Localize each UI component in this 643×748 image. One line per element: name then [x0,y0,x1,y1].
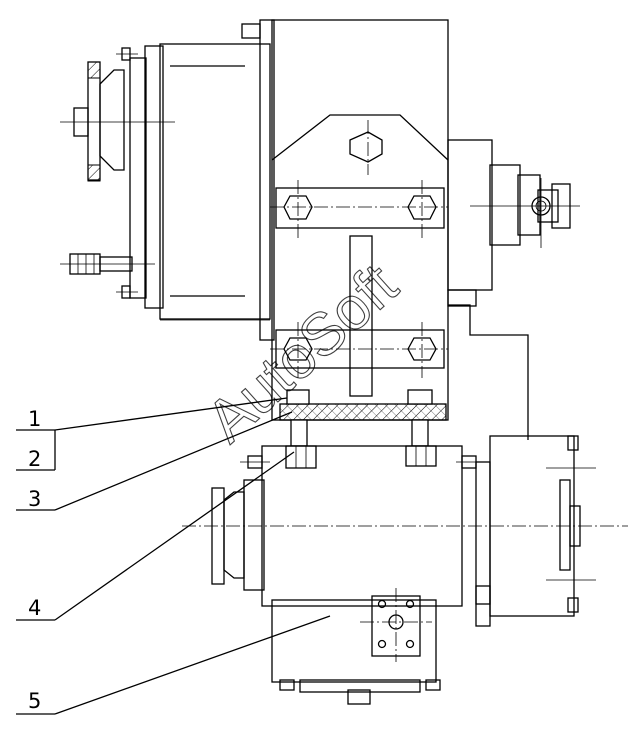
callout-4: 4 [28,596,41,620]
callout-3: 3 [28,487,41,511]
hose-nozzle [60,253,155,275]
callout-5: 5 [28,689,41,713]
right-upper-component [447,139,580,440]
upper-left-housing [116,43,271,321]
bolt-left [285,389,317,469]
right-motor [475,435,596,627]
callout-2: 2 [28,447,41,471]
callout-leaders [16,397,331,715]
left-flange [60,61,175,182]
callout-1: 1 [28,407,41,431]
bolt-right [405,389,437,467]
left-pulley [182,479,628,591]
lower-pump-housing [240,445,486,705]
gasket-plate [279,403,447,421]
